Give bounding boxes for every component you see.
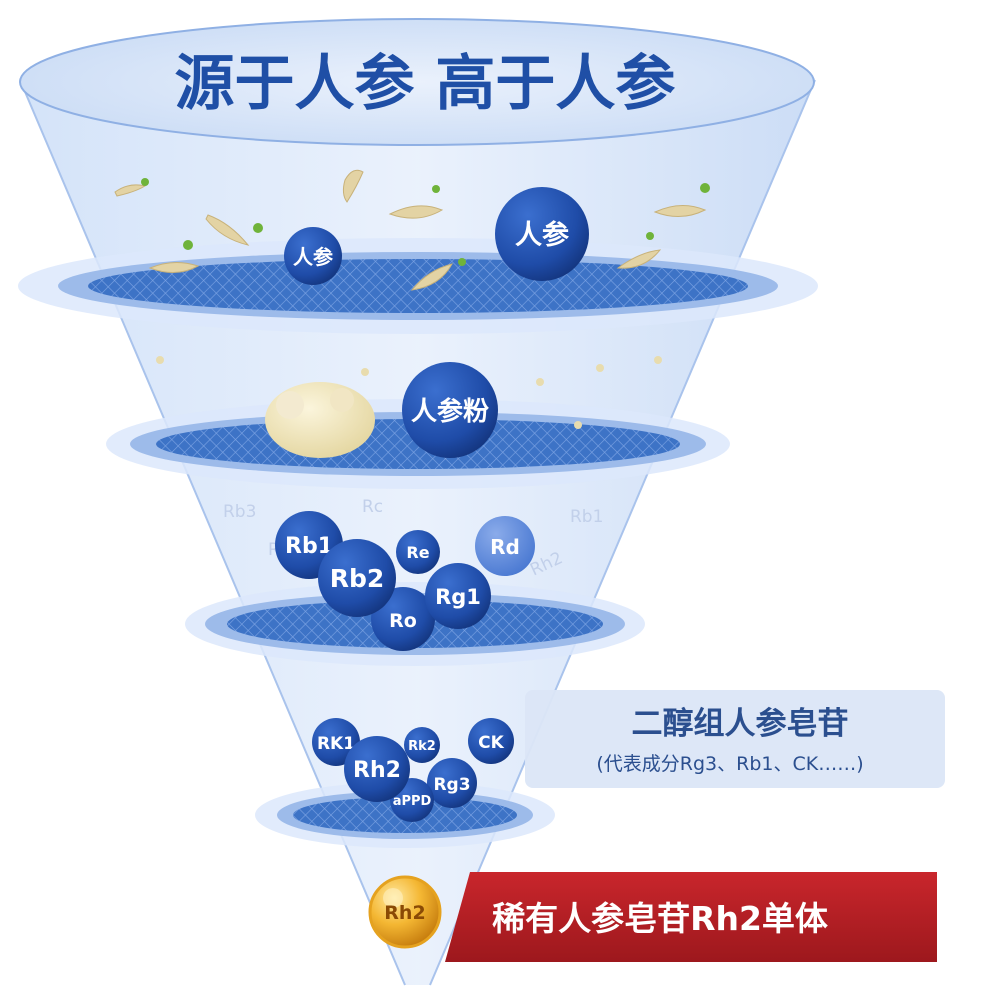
ghost-label: Rc [362,497,383,517]
diol-ginsenoside-subtitle: (代表成分Rg3、Rb1、CK……) [596,753,863,775]
level3-bubble: Rb2 [318,539,396,617]
rare-rh2-banner: 稀有人参皂苷Rh2单体 [445,872,937,962]
svg-text:Rb2: Rb2 [330,564,385,593]
svg-text:Ro: Ro [389,610,417,632]
svg-text:CK: CK [478,733,504,753]
ghost-label: Rb1 [570,507,603,527]
svg-text:RK1: RK1 [317,734,355,754]
rh2-coin: Rh2 [368,875,442,949]
diol-ginsenoside-panel: 二醇组人参皂苷 (代表成分Rg3、Rb1、CK……) [525,690,945,788]
level2-bubble: 人参粉 [402,362,498,458]
ginseng-root-icons [114,169,707,291]
svg-text:Rb1: Rb1 [285,534,333,559]
level3-bubble: Rd [475,516,535,576]
ghost-label: Rb3 [223,502,256,522]
page-title: 源于人参 高于人参 [175,49,676,119]
ginseng-leaf-icons [141,178,710,266]
funnel-top-rim [19,18,815,146]
level1-bubble: 人参 [495,187,589,281]
svg-text:Rg1: Rg1 [435,585,481,609]
svg-text:人参粉: 人参粉 [411,396,489,427]
rare-rh2-label: 稀有人参皂苷Rh2单体 [492,899,828,938]
level4-bubble: Rk2 [404,727,440,763]
svg-text:Re: Re [406,543,429,562]
level4-bubble: Rg3 [427,758,477,808]
level4-bubble: Rh2 [344,736,410,802]
level3-bubble: Ro [371,587,435,651]
svg-text:Rg3: Rg3 [433,775,470,795]
svg-text:人参: 人参 [293,245,333,269]
diol-ginsenoside-title: 二醇组人参皂苷 [632,706,849,742]
level1-bubble: 人参 [284,227,342,285]
ginseng-powder [156,356,662,458]
level4-bubble: CK [468,718,514,764]
level3-bubble: Re [396,530,440,574]
svg-text:人参: 人参 [515,219,569,251]
svg-text:Rh2: Rh2 [353,758,401,783]
svg-text:Rd: Rd [490,535,520,559]
level3-bubble: Rg1 [425,563,491,629]
svg-text:Rh2: Rh2 [384,902,425,924]
svg-text:aPPD: aPPD [393,794,432,809]
svg-text:Rk2: Rk2 [408,739,436,754]
